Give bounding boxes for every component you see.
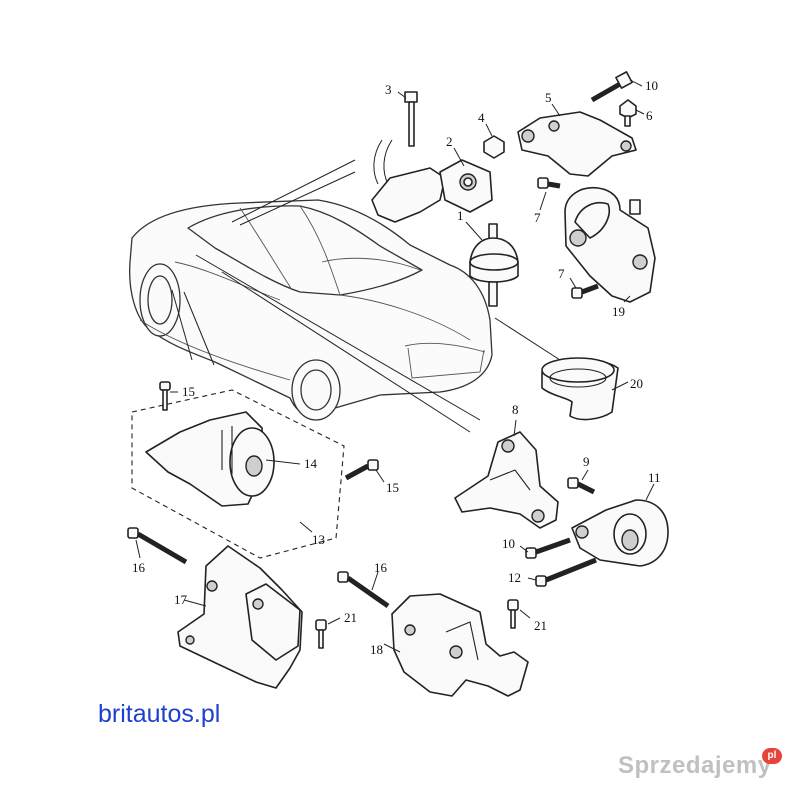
brand-link[interactable]: britautos.pl	[98, 700, 221, 728]
bolt-part-16-a	[127, 527, 188, 565]
callout-20: 20	[630, 376, 643, 391]
callout-2: 2	[446, 134, 453, 149]
callout-15-b: 15	[386, 480, 399, 495]
dashed-group-part-13	[131, 389, 345, 559]
callout-15-a: 15	[182, 384, 195, 399]
bolt-part-16-b	[337, 571, 390, 609]
bolt-part-3	[404, 91, 418, 147]
bolt-part-12	[535, 557, 597, 587]
callout-21-a: 21	[344, 610, 357, 625]
bolt-part-15-a	[159, 381, 171, 411]
callout-9: 9	[583, 454, 590, 469]
callout-13: 13	[312, 532, 325, 547]
leader-lines	[135, 79, 655, 653]
bolt-part-15-b	[344, 459, 379, 481]
bolt-part-10-top	[590, 71, 633, 103]
callout-12: 12	[508, 570, 521, 585]
callout-11: 11	[648, 470, 661, 485]
mount-part-14	[145, 411, 275, 507]
callout-19: 19	[612, 304, 625, 319]
callout-5: 5	[545, 90, 552, 105]
bolt-part-7-a	[537, 177, 561, 189]
callout-17: 17	[174, 592, 188, 607]
bolt-part-7-b	[571, 283, 599, 299]
bracket-part-8	[454, 431, 559, 529]
callout-16-b: 16	[374, 560, 388, 575]
hydro-mount-part-1	[469, 223, 519, 307]
callout-8: 8	[512, 402, 519, 417]
callout-14: 14	[304, 456, 318, 471]
bracket-part-2	[371, 159, 493, 223]
callout-10-a: 10	[645, 78, 658, 93]
callout-1: 1	[457, 208, 464, 223]
bracket-part-18	[391, 593, 529, 697]
callout-16-a: 16	[132, 560, 146, 575]
callout-21-b: 21	[534, 618, 547, 633]
strap-part-20	[541, 357, 619, 421]
callout-7-b: 7	[558, 266, 565, 281]
bolt-part-10-mid	[525, 537, 571, 559]
bolt-part-6	[619, 99, 637, 127]
callout-10-b: 10	[502, 536, 515, 551]
callout-18: 18	[370, 642, 383, 657]
callout-7-a: 7	[534, 210, 541, 225]
bracket-part-5	[517, 111, 637, 177]
callout-6: 6	[646, 108, 653, 123]
mount-part-11	[571, 499, 669, 567]
callout-4: 4	[478, 110, 485, 125]
watermark-badge: pl	[762, 748, 782, 764]
nut-part-4	[483, 135, 505, 159]
callout-labels: 1 2 3 4 5 6 7 7 8 9 10 10 11 12 13 14 15…	[132, 78, 661, 657]
callout-3: 3	[385, 82, 392, 97]
mount-part-19	[564, 187, 656, 303]
bolt-part-21-a	[315, 619, 327, 649]
bolt-part-9	[567, 477, 596, 495]
car-illustration	[129, 139, 561, 433]
bolt-part-21-b	[507, 599, 519, 629]
watermark-text: Sprzedajemy	[618, 752, 772, 779]
bracket-part-17	[177, 545, 303, 689]
